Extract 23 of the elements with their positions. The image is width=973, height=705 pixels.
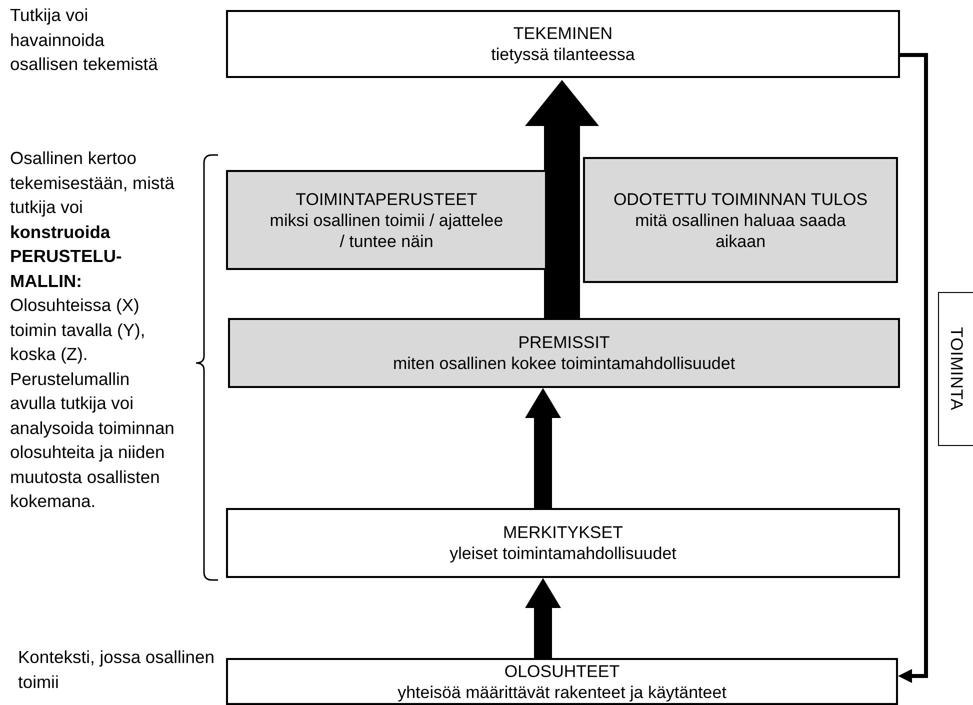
box-heading: TOIMINTAPERUSTEET (296, 188, 478, 210)
box-heading: TEKEMINEN (513, 23, 613, 44)
process-box (226, 170, 547, 270)
label-box (938, 292, 973, 446)
box-description: miksi osallinen toimii / ajattelee / tuntee näin (268, 210, 504, 252)
side-note: Konteksti, jossa osallinen toimii (18, 646, 216, 694)
process-box (226, 658, 898, 705)
box-description: miten osallinen kokee toimintamahdollisuudet (392, 353, 736, 374)
box-description: yhteisöä määrittävät rakenteet ja käytänteet (398, 682, 726, 702)
process-box (583, 157, 898, 283)
box-description: tietyssä tilanteessa (491, 44, 635, 65)
box-heading: ODOTETTU TOIMINNAN TULOS (613, 188, 868, 210)
box-description: mitä osallinen haluaa saada aikaan (634, 210, 847, 252)
box-description: yleiset toimintamahdollisuudet (450, 543, 676, 564)
box-heading: PREMISSIT (518, 332, 610, 353)
side-note: Tutkija voi havainnoida osallisen tekemistä (10, 4, 159, 76)
box-heading: OLOSUHTEET (504, 660, 620, 682)
process-box (226, 508, 900, 578)
side-label: TOIMINTA (946, 327, 966, 411)
process-box (228, 318, 900, 388)
side-note: Osallinen kertoo tekemisestään, mistä tutkija voi konstruoida PERUSTELU- MALLIN: Olosuhteissa (X) toimin tavalla (Y), koska (Z). Perustelumallin avulla tutkija voi analysoida toiminnan olosuhteita ja niiden muutosta osallisten kokemana. (10, 147, 176, 513)
process-box (226, 10, 900, 78)
box-heading: MERKITYKSET (503, 522, 623, 543)
